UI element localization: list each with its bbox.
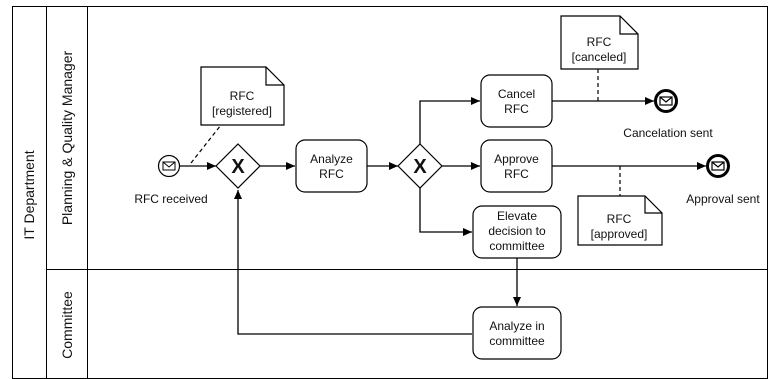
start-event-label: RFC received [134, 192, 207, 206]
task-label: Cancel [498, 87, 535, 101]
data-object-label: [registered] [212, 104, 272, 118]
flow-gateway2-to-cancel [419, 97, 480, 144]
task-analyze-in-committee: Analyze in committee [472, 306, 562, 360]
gateway-x-symbol: X [231, 156, 245, 178]
task-label: committee [489, 334, 545, 348]
data-object-label: RFC [607, 212, 632, 226]
task-approve-rfc: Approve RFC [480, 139, 553, 193]
pool-it-department [12, 6, 768, 379]
data-object-label: [approved] [591, 227, 648, 241]
task-label: Approve [494, 152, 539, 166]
data-object-rfc-canceled: RFC [canceled] [560, 15, 639, 70]
flow-committee-to-gateway1 [234, 190, 472, 335]
data-object-rfc-approved: RFC [approved] [577, 195, 663, 246]
exclusive-gateway-decision: X [397, 143, 443, 189]
task-label: RFC [504, 102, 529, 116]
task-label: committee [489, 239, 545, 253]
data-object-label: RFC [587, 35, 612, 49]
task-elevate-decision: Elevate decision to committee [472, 205, 562, 259]
pool-label: IT Department [21, 150, 37, 239]
flow-gateway2-to-elevate [419, 188, 472, 236]
data-object-label: [canceled] [572, 50, 627, 64]
task-label: Elevate [497, 209, 537, 223]
end-event-approved [706, 154, 730, 178]
sequence-flows [180, 97, 706, 335]
gateway-x-symbol: X [413, 156, 427, 178]
task-label: RFC [319, 167, 344, 181]
task-label: Analyze [310, 152, 353, 166]
task-cancel-rfc: Cancel RFC [480, 74, 553, 128]
data-object-label: RFC [230, 89, 255, 103]
envelope-icon [711, 161, 725, 171]
task-label: Analyze in [489, 319, 544, 333]
lane-label-planning: Planning & Quality Manager [59, 51, 75, 226]
task-analyze-rfc: Analyze RFC [295, 139, 368, 193]
task-label: RFC [504, 167, 529, 181]
task-label: decision to [488, 224, 546, 238]
end-event-cancel-label: Cancelation sent [623, 126, 713, 140]
envelope-icon [162, 161, 176, 171]
end-event-approve-label: Approval sent [686, 192, 760, 206]
lane-label-committee: Committee [59, 291, 75, 359]
envelope-icon [659, 96, 673, 106]
associations [190, 69, 621, 196]
data-object-rfc-registered: RFC [registered] [200, 66, 285, 126]
exclusive-gateway-merge: X [215, 143, 261, 189]
end-event-canceled [654, 89, 678, 113]
start-event [157, 154, 181, 178]
